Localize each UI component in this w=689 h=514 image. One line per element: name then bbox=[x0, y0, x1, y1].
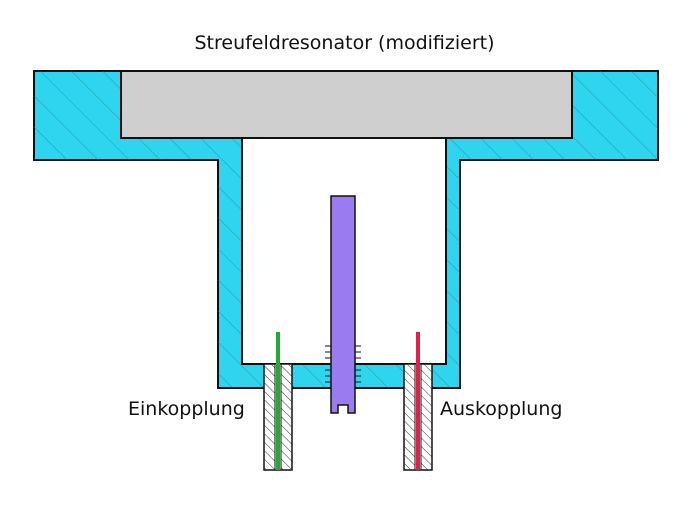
tuning-rod bbox=[325, 195, 361, 414]
input-coupling-pin bbox=[276, 332, 280, 470]
label-input-coupling: Einkopplung bbox=[128, 398, 245, 420]
label-output-coupling: Auskopplung bbox=[440, 398, 563, 420]
output-coupling-pin bbox=[416, 332, 420, 470]
lid-plate bbox=[120, 70, 573, 139]
input-coupling-connector bbox=[263, 332, 293, 471]
output-coupling-connector bbox=[403, 332, 433, 471]
diagram-title: Streufeldresonator (modifiziert) bbox=[194, 32, 495, 54]
tuning-rod-thread bbox=[325, 345, 361, 383]
tuning-rod-body bbox=[330, 195, 356, 414]
